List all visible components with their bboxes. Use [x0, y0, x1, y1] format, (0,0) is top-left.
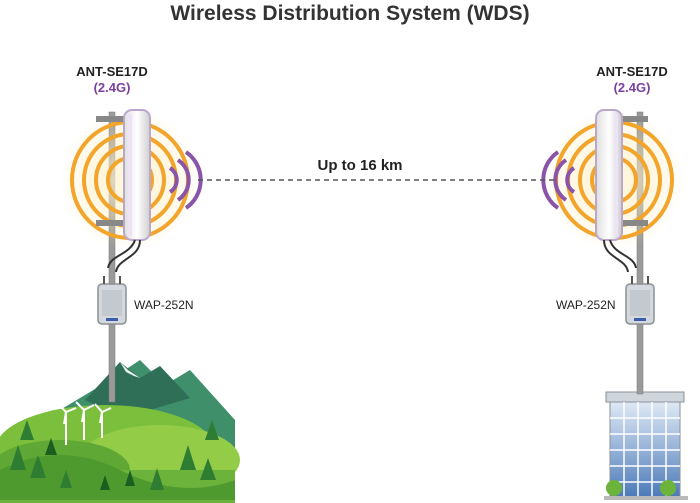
mountain-landscape-icon [0, 360, 240, 503]
sector-antenna-icon [595, 109, 648, 273]
left-site [0, 109, 240, 503]
wind-turbine-icon [57, 401, 112, 445]
right-antenna-model: ANT-SE17D [596, 64, 668, 79]
right-pole [636, 111, 644, 395]
right-antenna-band: (2.4G) [613, 80, 651, 95]
left-antenna-band: (2.4G) [93, 80, 131, 95]
right-ap-label: WAP-252N [556, 298, 616, 312]
sector-antenna-icon [96, 109, 151, 273]
diagram-title: Wireless Distribution System (WDS) [170, 2, 530, 25]
link-distance-label: Up to 16 km [317, 157, 403, 174]
outdoor-access-point-icon [97, 276, 127, 325]
outdoor-access-point-icon [625, 276, 655, 325]
left-antenna-model: ANT-SE17D [76, 64, 148, 79]
left-ap-label: WAP-252N [134, 298, 194, 312]
office-building-icon [604, 391, 688, 500]
right-site [541, 109, 688, 500]
